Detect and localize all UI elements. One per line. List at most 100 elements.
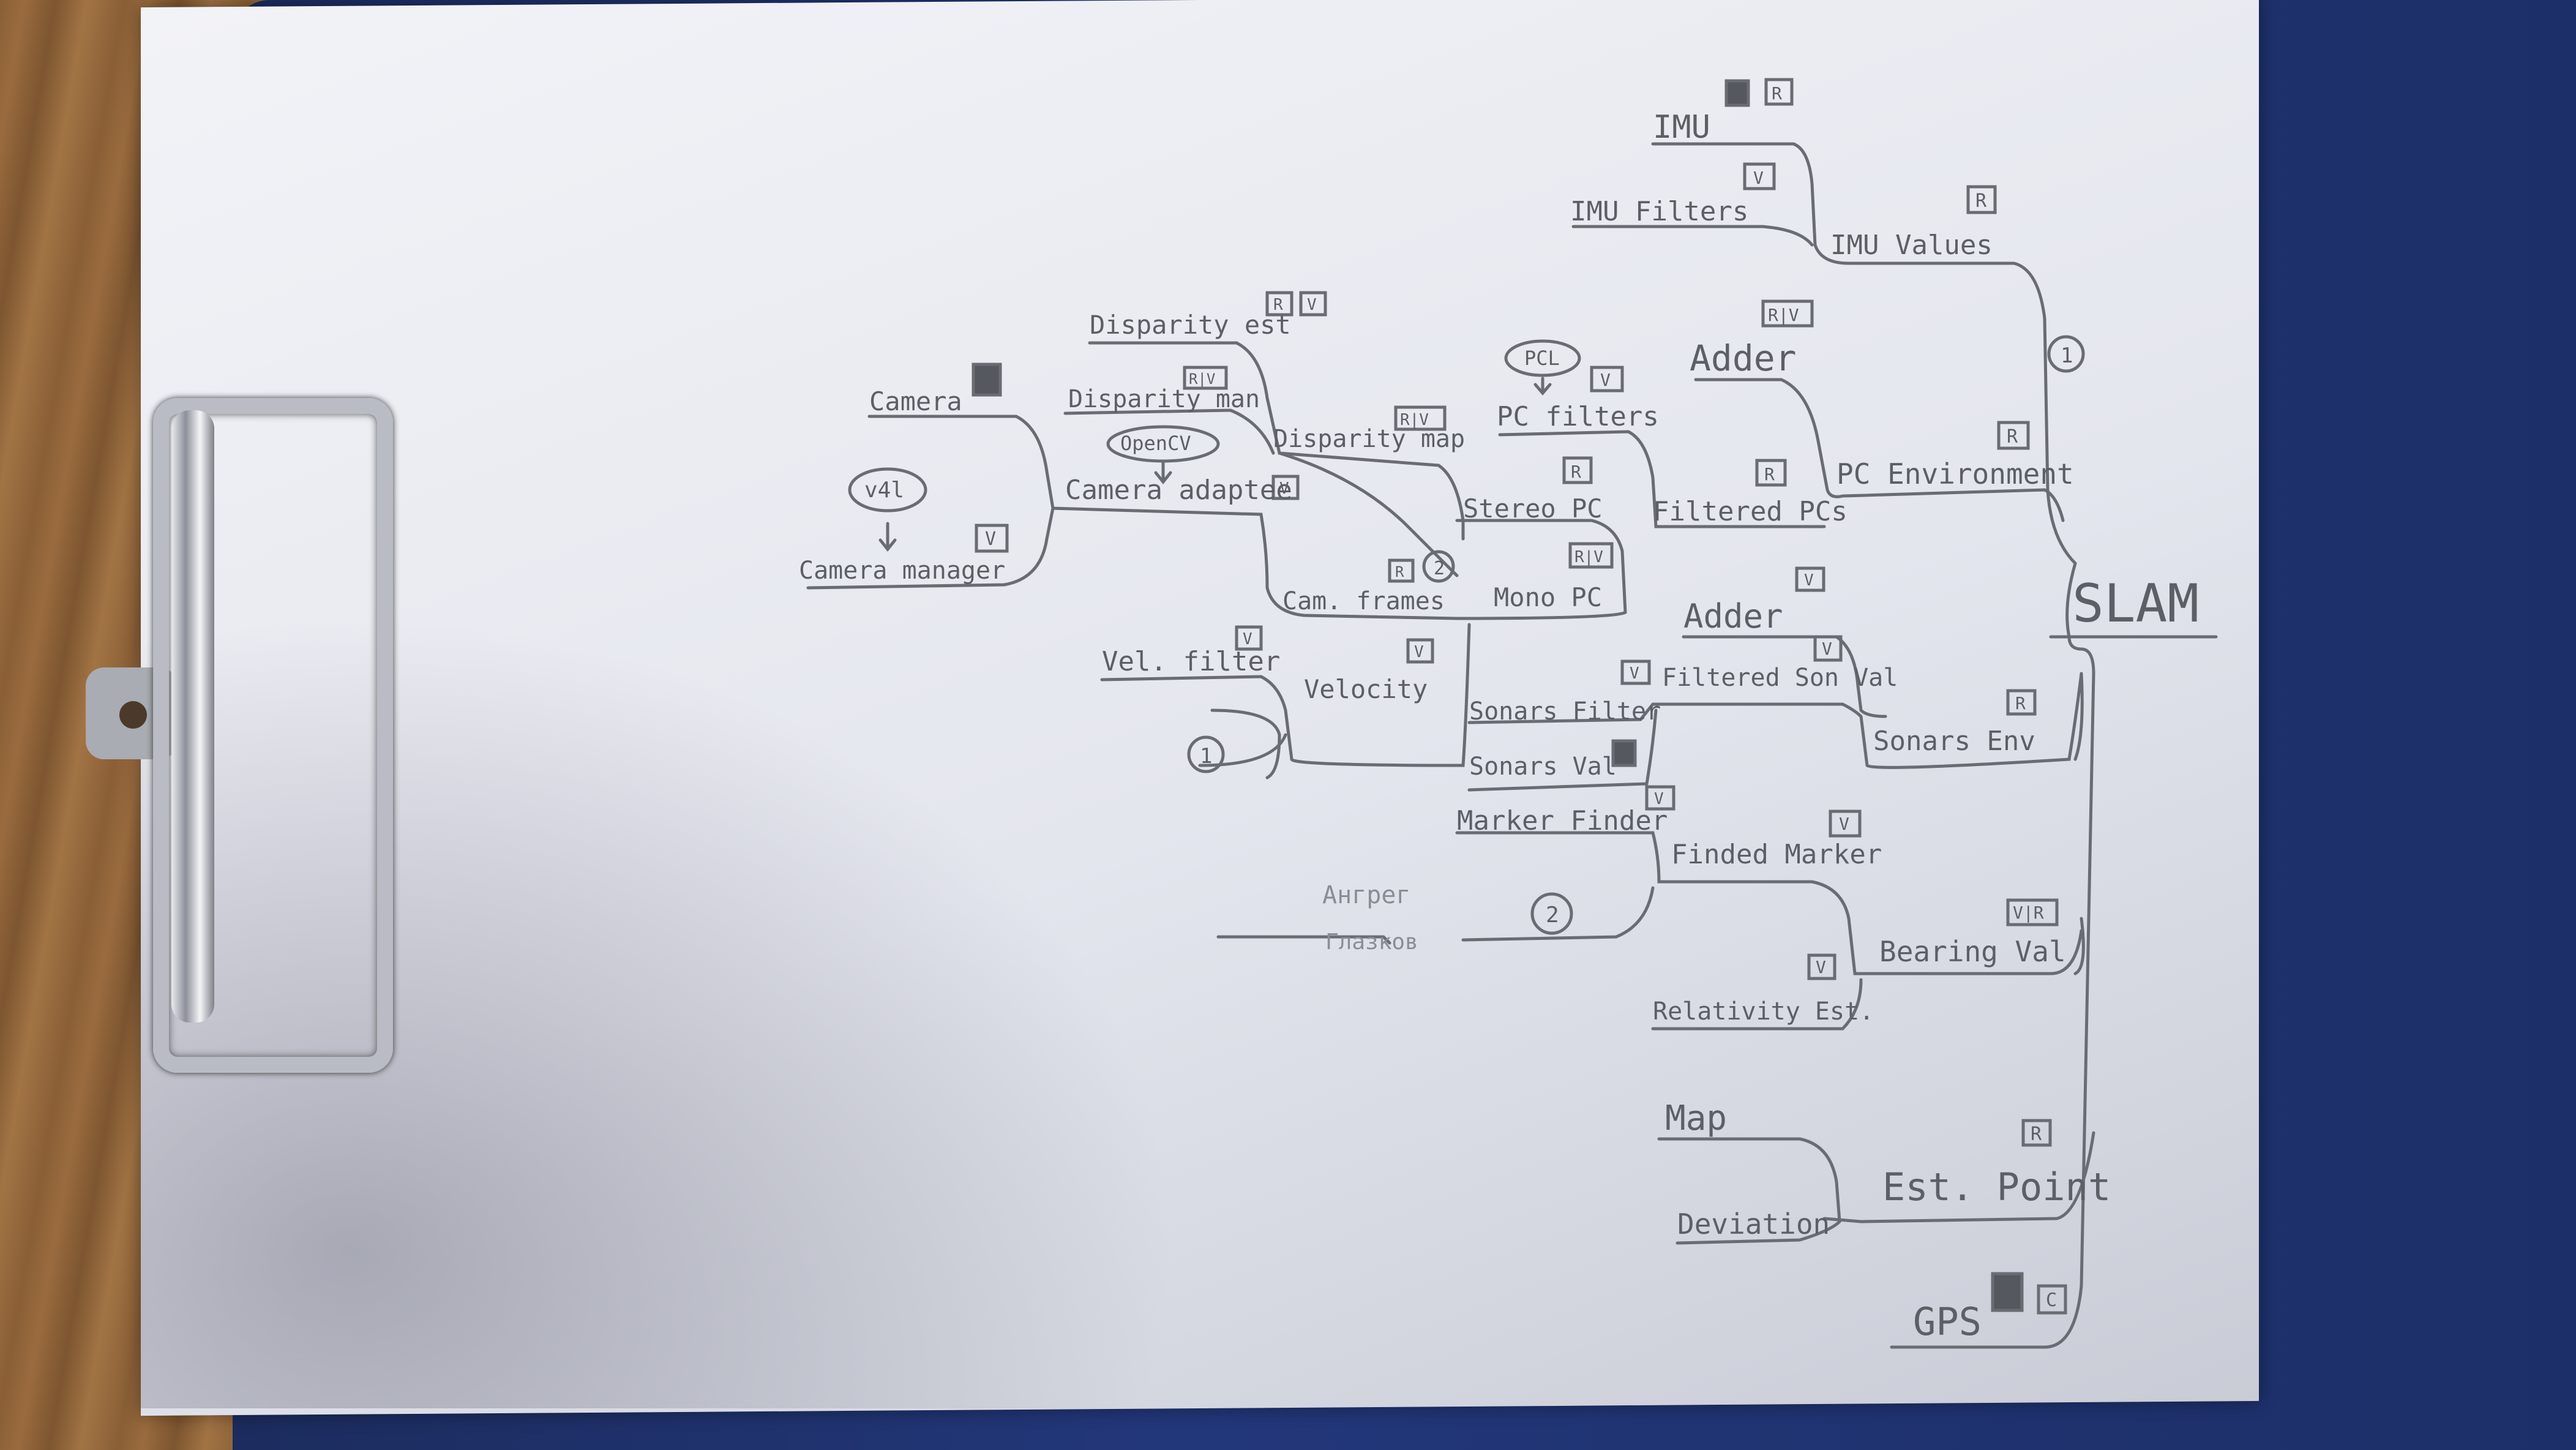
link-disparity-man bbox=[1063, 408, 1275, 455]
tag-box-filtered-pcs bbox=[1755, 459, 1787, 487]
tag-pc-filters: V bbox=[1600, 370, 1611, 390]
tag-box-relativity bbox=[1807, 953, 1837, 980]
tag-filtered-pcs: R bbox=[1764, 464, 1775, 484]
label-mono-pc: Mono PC bbox=[1494, 582, 1602, 612]
tag-adder-mid: V bbox=[1804, 571, 1814, 590]
label-sonars-env: Sonars Env bbox=[1873, 726, 2035, 757]
tag-imu: R bbox=[1772, 83, 1782, 103]
label-camera-manager: Camera manager bbox=[799, 557, 1005, 585]
tag-box-vel-filter bbox=[1235, 625, 1263, 651]
label-imu: IMU bbox=[1653, 109, 1710, 146]
clip-bar bbox=[171, 410, 214, 1023]
label-camera-adaptee: Camera adaptee bbox=[1065, 475, 1292, 506]
circle-2-left bbox=[1530, 892, 1573, 935]
tag-box-camera-manager bbox=[975, 524, 1009, 553]
clip-ring bbox=[153, 398, 393, 1073]
circle-2-left-label: 2 bbox=[1546, 903, 1559, 928]
circle-2-top bbox=[1422, 550, 1455, 583]
tag-box-pc-env bbox=[1997, 421, 2030, 450]
arrow-opencv bbox=[1154, 460, 1172, 485]
tag-box-disparity-est-v bbox=[1299, 291, 1327, 317]
label-angles-line1: Ангрег bbox=[1322, 881, 1411, 909]
tag-box-bearing-val bbox=[2006, 898, 2059, 926]
tag-velocity: V bbox=[1414, 643, 1424, 661]
link-camera-manager bbox=[806, 506, 1055, 590]
arrow-pcl bbox=[1533, 377, 1552, 396]
tag-marker-finder: V bbox=[1654, 790, 1664, 808]
label-slam: SLAM bbox=[2072, 573, 2199, 634]
tag-box-est-point bbox=[2021, 1119, 2052, 1147]
trunk-est-point bbox=[1822, 1131, 2095, 1223]
label-adder-top: Adder bbox=[1690, 337, 1797, 379]
paper-shadow bbox=[141, 612, 1181, 1408]
label-relativity-est: Relativity Est. bbox=[1653, 997, 1874, 1026]
label-v4l: v4l bbox=[864, 478, 904, 503]
tag-box-sonars-env bbox=[2006, 689, 2037, 716]
label-stereo-pc: Stereo PC bbox=[1463, 494, 1603, 524]
link-marker bbox=[1455, 831, 2083, 975]
tag-pc-env: R bbox=[2007, 426, 2018, 448]
tag-disparity-man: R|V bbox=[1189, 370, 1215, 388]
tag-box-disparity-est-r bbox=[1265, 291, 1294, 317]
label-disparity-man: Disparity man bbox=[1068, 385, 1260, 413]
link-imu-filters bbox=[1571, 225, 1814, 247]
tag-adder-top: R|V bbox=[1768, 305, 1799, 325]
tag-vel-filter: V bbox=[1243, 630, 1252, 648]
circle-1-left bbox=[1187, 735, 1225, 773]
trunk-sonars-join bbox=[2073, 672, 2084, 761]
link-velocity bbox=[1100, 623, 1471, 767]
label-finded-marker: Finded Marker bbox=[1671, 839, 1882, 870]
slam-trunk bbox=[1890, 562, 2095, 1349]
link-stereo-mono bbox=[1455, 519, 1627, 620]
scribble-camera bbox=[972, 362, 1002, 397]
link-angles bbox=[1216, 935, 1391, 945]
label-marker-finder: Marker Finder bbox=[1457, 805, 1668, 836]
label-cam-frames: Cam. frames bbox=[1282, 587, 1445, 615]
tag-sonars-env: R bbox=[2015, 693, 2026, 713]
label-opencv: OpenCV bbox=[1120, 432, 1191, 455]
link-imu bbox=[1651, 142, 2077, 565]
label-pcl: PCL bbox=[1524, 347, 1560, 370]
tag-box-adder-mid bbox=[1795, 566, 1825, 592]
tag-box-velocity bbox=[1406, 638, 1434, 664]
label-map: Map bbox=[1665, 1099, 1727, 1138]
label-angles-line2: Глазков bbox=[1325, 930, 1418, 955]
tag-sonars-filter: V bbox=[1630, 664, 1639, 683]
scribble-gps bbox=[1991, 1272, 2024, 1312]
label-filtered-pcs: Filtered PCs bbox=[1653, 496, 1848, 527]
tag-box-stereo-pc bbox=[1562, 456, 1593, 484]
tag-disparity-map: R|V bbox=[1400, 411, 1429, 429]
label-disparity-map: Disparity map bbox=[1273, 425, 1465, 453]
tag-cam-frames: R bbox=[1395, 563, 1404, 580]
label-pc-filters: PC filters bbox=[1497, 401, 1659, 432]
tag-box-finded-marker bbox=[1829, 810, 1862, 838]
label-vel-filter: Vel. filter bbox=[1102, 646, 1280, 677]
pcl-ellipse bbox=[1504, 339, 1581, 377]
link-sonars-val bbox=[1467, 708, 1658, 792]
tag-disparity-est-v: V bbox=[1307, 296, 1317, 314]
link-pc-env bbox=[1694, 378, 2065, 522]
link-map bbox=[1657, 1137, 1841, 1223]
tag-box-mono-pc bbox=[1568, 542, 1614, 569]
tag-box-sonars-filter bbox=[1620, 659, 1651, 685]
tag-relativity: V bbox=[1816, 957, 1826, 977]
label-disparity-est: Disparity est bbox=[1090, 310, 1291, 340]
label-pc-environment: PC Environment bbox=[1837, 457, 2074, 490]
link-circle-2 bbox=[1461, 886, 1655, 942]
tag-box-cam-frames bbox=[1388, 558, 1415, 583]
link-camera bbox=[867, 415, 1459, 620]
label-velocity: Velocity bbox=[1304, 674, 1428, 704]
tag-stereo-pc: R bbox=[1571, 462, 1581, 482]
tag-box-filtered-son-val bbox=[1813, 635, 1843, 662]
link-sonars bbox=[1467, 672, 2083, 769]
tag-est-point: R bbox=[2031, 1124, 2042, 1145]
tag-gps: C bbox=[2046, 1290, 2057, 1311]
label-sonars-val: Sonars Val bbox=[1469, 753, 1617, 781]
tag-finded-marker: V bbox=[1839, 814, 1849, 834]
tag-box-disparity-man bbox=[1183, 366, 1228, 390]
tag-filtered-son-val: V bbox=[1822, 639, 1832, 659]
label-imu-values: IMU Values bbox=[1830, 230, 1993, 261]
tag-box-disparity-map bbox=[1394, 405, 1447, 431]
link-disparity-map bbox=[1278, 451, 1459, 577]
